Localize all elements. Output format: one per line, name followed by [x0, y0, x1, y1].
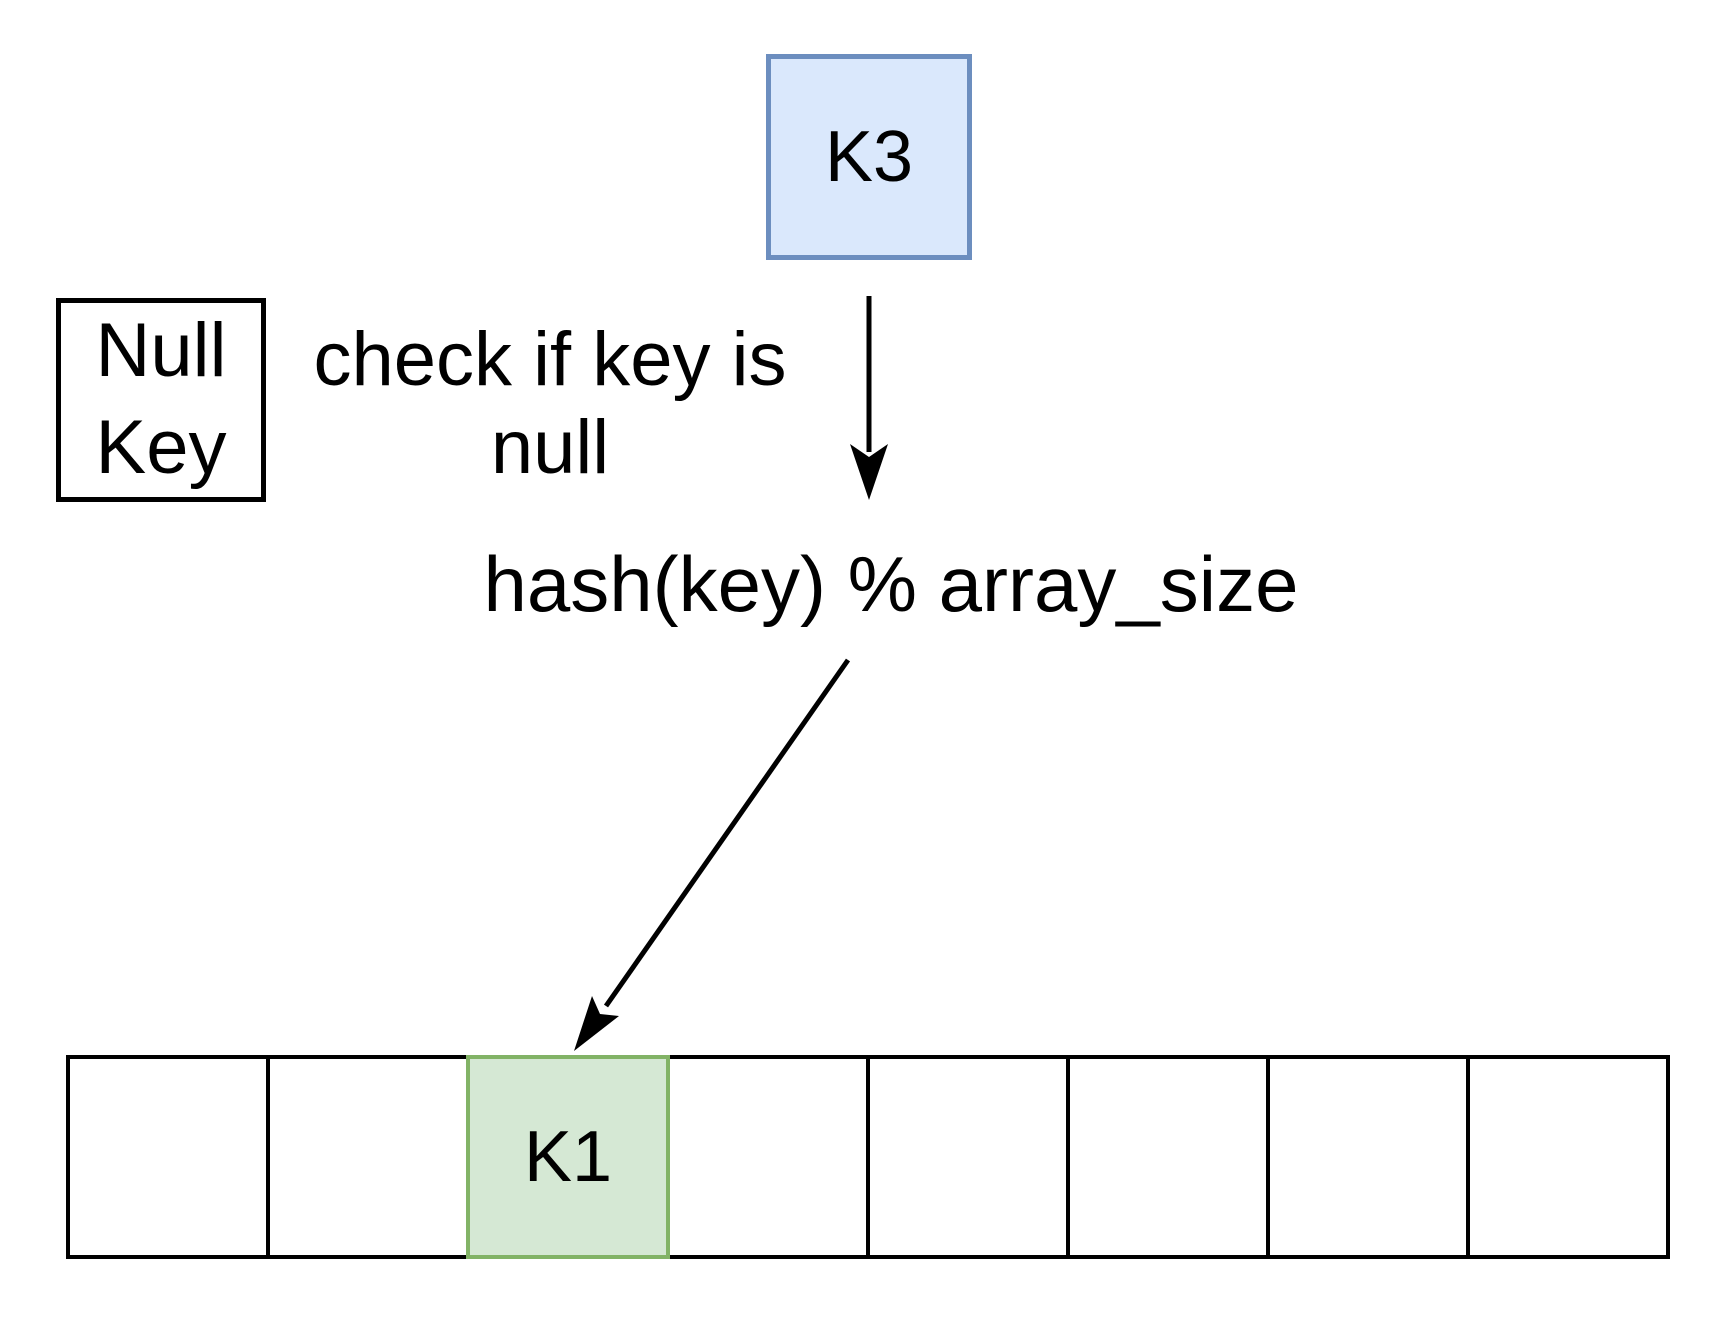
array-cell-4: [866, 1055, 1070, 1259]
array-cell-2-label: K1: [523, 1117, 613, 1197]
arrow-hash-to-bucket-icon: [574, 658, 851, 1051]
key-box-k3: K3: [766, 54, 972, 260]
array-cell-7: [1466, 1055, 1670, 1259]
check-label-line2: null: [490, 405, 610, 491]
null-key-label-line1: Null: [95, 308, 227, 394]
array-cell-2-k1: K1: [466, 1055, 670, 1259]
key-box-k3-label: K3: [824, 117, 914, 197]
check-if-key-null-label: check if key is null: [290, 316, 810, 492]
null-key-label-line2: Key: [95, 405, 227, 490]
check-label-line1: check if key is: [313, 317, 787, 402]
hash-bucket-array: K1: [66, 1055, 1670, 1259]
null-key-box: Null Key: [56, 298, 266, 502]
array-cell-3: [666, 1055, 870, 1259]
array-cell-1: [266, 1055, 470, 1259]
array-cell-6: [1266, 1055, 1470, 1259]
hash-formula-label: hash(key) % array_size: [483, 540, 1299, 628]
array-cell-5: [1066, 1055, 1270, 1259]
array-cell-0: [66, 1055, 270, 1259]
arrow-k3-to-hash-icon: [850, 296, 888, 500]
